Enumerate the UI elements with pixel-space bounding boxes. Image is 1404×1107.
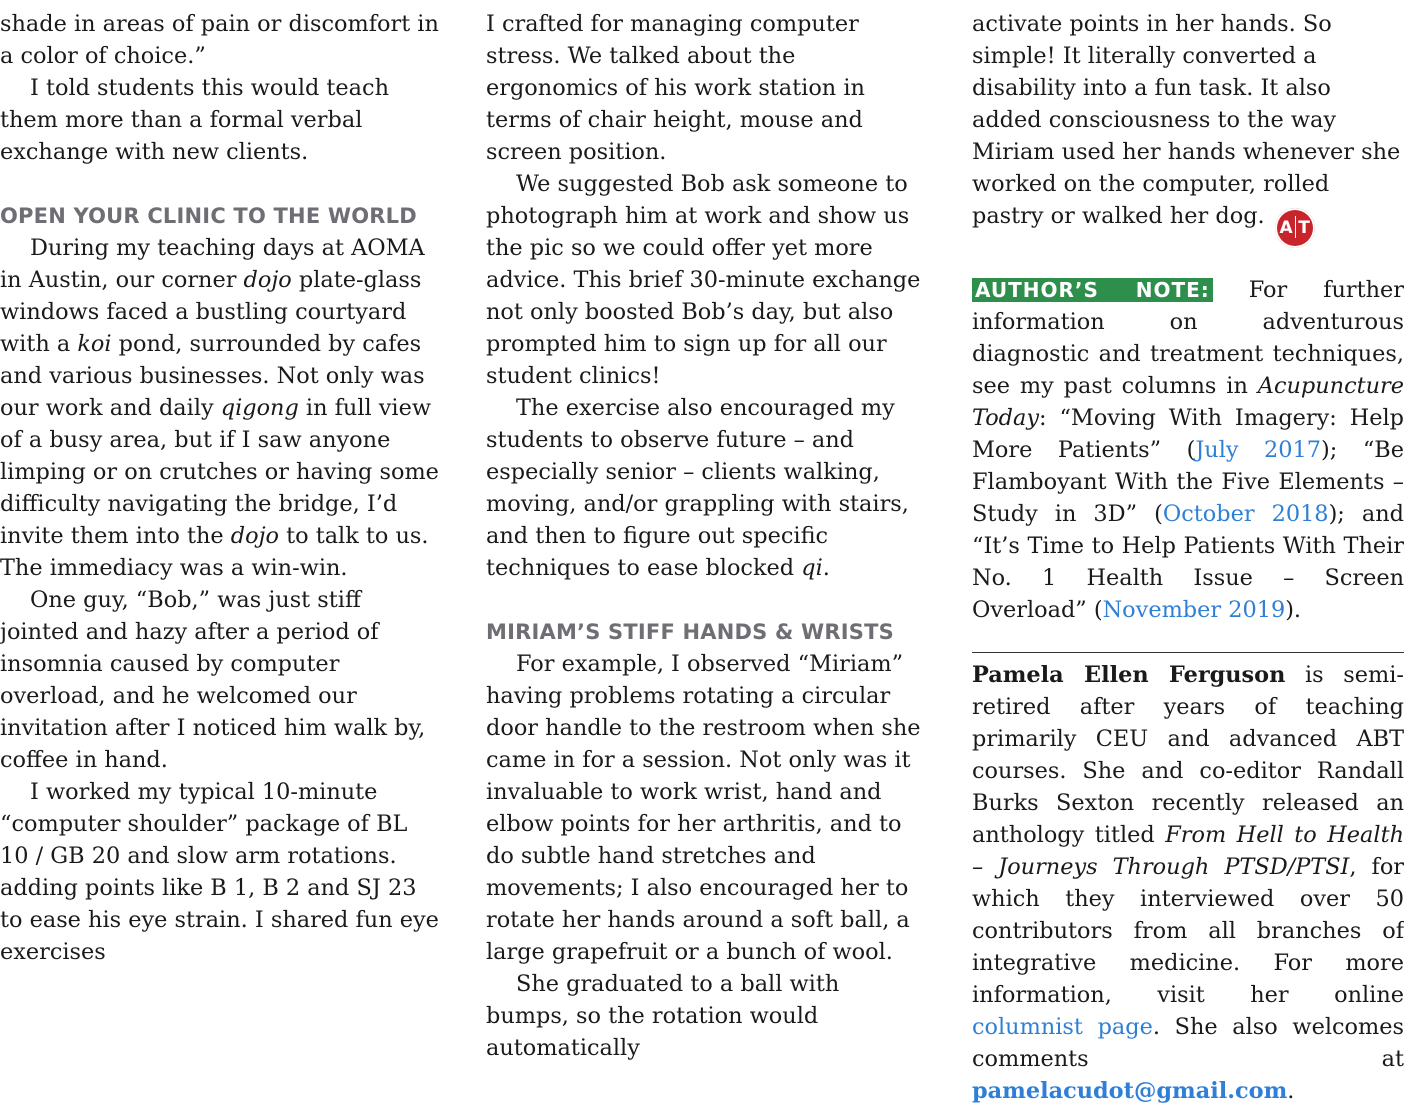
link-july-2017[interactable]: July 2017 [1195, 437, 1322, 463]
paragraph: shade in areas of pain or discomfort in … [0, 11, 439, 69]
authors-note: AUTHOR’S NOTE: For further information o… [972, 277, 1404, 623]
paragraph: I crafted for managing computer stress. … [486, 11, 865, 165]
section-heading-open-clinic: OPEN YOUR CLINIC TO THE WORLD [0, 204, 417, 228]
column-2: I crafted for managing computer stress. … [486, 8, 926, 1064]
paragraph: I told students this would teach them mo… [0, 75, 389, 165]
column-1: shade in areas of pain or discomfort in … [0, 8, 440, 968]
column-3: activate points in her hands. So simple!… [972, 8, 1404, 1107]
article-page: shade in areas of pain or discomfort in … [0, 11, 1404, 1104]
authors-note-label: AUTHOR’S NOTE: [972, 278, 1213, 302]
section-heading-miriam: MIRIAM’S STIFF HANDS & WRISTS [486, 620, 894, 644]
paragraph: activate points in her hands. So simple!… [972, 8, 1404, 248]
link-october-2018[interactable]: October 2018 [1162, 501, 1329, 527]
divider [972, 652, 1404, 653]
paragraph: She graduated to a ball with bumps, so t… [486, 971, 840, 1061]
paragraph: The exercise also encouraged my students… [486, 395, 909, 581]
paragraph: During my teaching days at AOMA in Austi… [0, 235, 439, 581]
paragraph: We suggested Bob ask someone to photogra… [486, 171, 921, 389]
paragraph: I worked my typical 10-minute “computer … [0, 779, 439, 965]
author-name: Pamela Ellen Ferguson [972, 662, 1286, 688]
link-columnist-page[interactable]: columnist page [972, 1014, 1153, 1040]
paragraph: For example, I observed “Miriam” having … [486, 651, 921, 965]
email-link[interactable]: pamelacudot@gmail.com [972, 1078, 1288, 1104]
author-bio: Pamela Ellen Ferguson is semi-retired af… [972, 662, 1404, 1104]
link-november-2019[interactable]: November 2019 [1102, 597, 1286, 623]
paragraph: One guy, “Bob,” was just stiff jointed a… [0, 587, 426, 773]
